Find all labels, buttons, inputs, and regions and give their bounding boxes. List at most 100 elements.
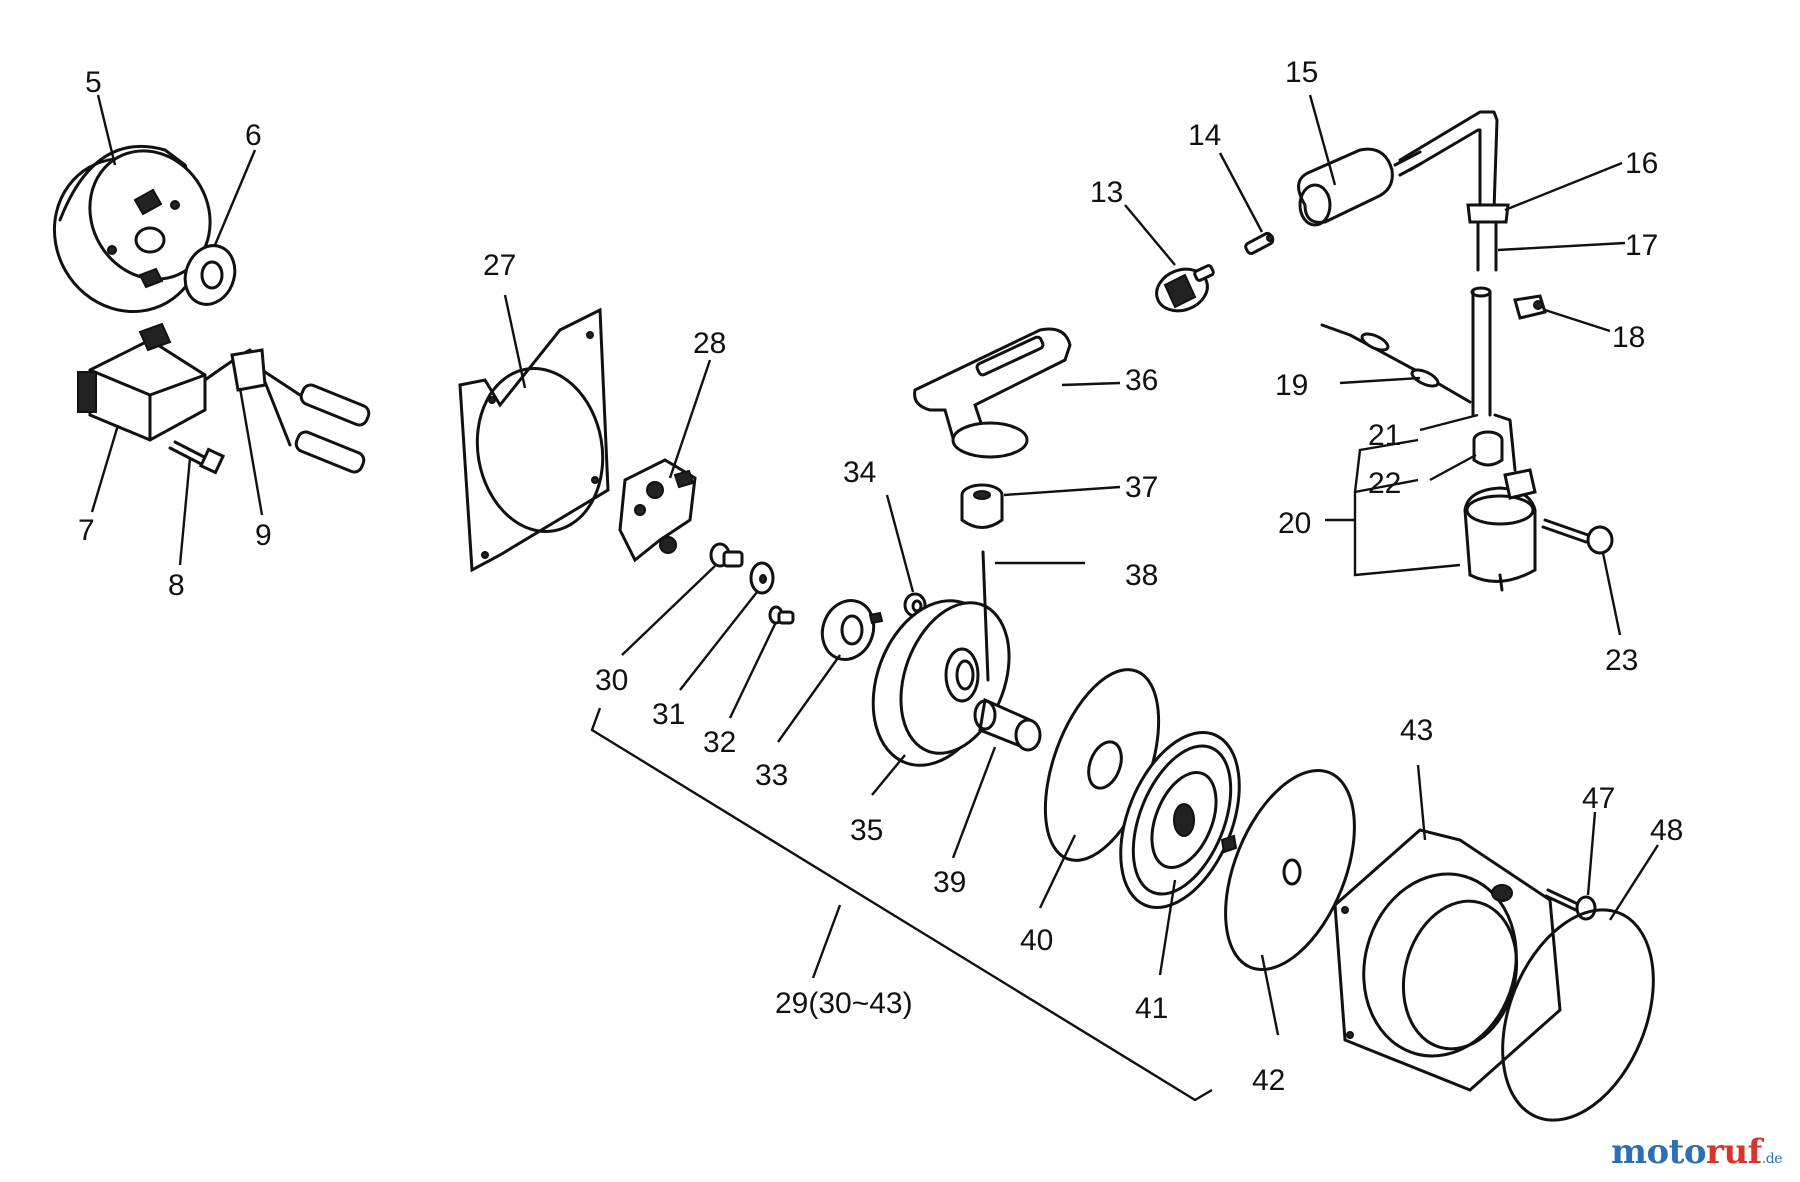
screw-30-part (709, 542, 744, 568)
leader-48 (1608, 844, 1660, 921)
label-7: 7 (78, 514, 95, 547)
label-18: 18 (1612, 321, 1645, 354)
leader-5 (96, 94, 117, 166)
label-5: 5 (85, 66, 102, 99)
ignition-coil-part (77, 322, 252, 442)
label-8: 8 (168, 569, 185, 602)
bracket-29 (590, 707, 1213, 1102)
clip-18-part (1513, 294, 1547, 320)
leader-40 (1038, 834, 1077, 909)
label-27: 27 (483, 249, 516, 282)
spacer-part (973, 697, 1042, 752)
washer-6-part (183, 244, 237, 306)
leader-15 (1308, 94, 1337, 186)
leader-22 (1429, 453, 1477, 482)
leader-17 (1497, 241, 1626, 252)
label-29: 29(30~43) (775, 987, 913, 1020)
label-14: 14 (1188, 119, 1221, 152)
leader-8 (178, 457, 192, 566)
leader-36 (1061, 381, 1121, 387)
bolt-8-part (168, 440, 226, 475)
gasket-plate-part (458, 307, 610, 573)
leader-43 (1416, 764, 1427, 841)
watermark-logo: motoruf.de (1611, 1132, 1783, 1172)
label-42: 42 (1252, 1064, 1285, 1097)
leader-7 (90, 424, 120, 513)
leader-31 (679, 591, 758, 691)
oring-part (1501, 908, 1655, 1122)
label-28: 28 (693, 327, 726, 360)
leader-14 (1218, 152, 1264, 233)
pawl-assembly-part (618, 458, 697, 563)
label-31: 31 (652, 698, 685, 731)
starter-housing-part (1333, 828, 1562, 1092)
leader-16 (1504, 161, 1623, 212)
terminal-wires-part (230, 348, 371, 474)
label-37: 37 (1125, 471, 1158, 504)
spring-14-part (1244, 231, 1275, 255)
label-38: 38 (1125, 559, 1158, 592)
label-36: 36 (1125, 364, 1158, 397)
label-15: 15 (1285, 56, 1318, 89)
leader-41 (1158, 879, 1177, 976)
screw-23-part (1541, 518, 1614, 555)
leader-9 (238, 387, 264, 516)
callout-labels: 5 6 7 8 9 13 14 15 16 17 18 19 20 21 22 … (78, 56, 1683, 1097)
leader-28 (668, 359, 712, 479)
leader-33 (777, 654, 841, 743)
leader-39 (951, 746, 997, 859)
pulley-part (871, 599, 1011, 767)
rope-part (981, 550, 990, 682)
leader-18 (1544, 308, 1611, 333)
watermark-part2: ruf (1706, 1132, 1762, 1172)
leader-37 (1003, 485, 1121, 497)
bracket-20 (1353, 478, 1461, 577)
label-33: 33 (755, 759, 788, 792)
bracket-20-top (1353, 438, 1419, 493)
label-39: 39 (933, 866, 966, 899)
plug-cap-part (1297, 147, 1424, 227)
leader-6 (213, 149, 257, 246)
label-34: 34 (843, 456, 876, 489)
washer-31-part (749, 561, 775, 595)
leader-42 (1260, 954, 1280, 1036)
rope-guide-part (960, 483, 1004, 529)
leader-19 (1339, 376, 1421, 385)
label-47: 47 (1582, 782, 1615, 815)
watermark-part3: .de (1761, 1151, 1783, 1167)
leader-lines (90, 94, 1660, 1102)
leader-13 (1124, 204, 1176, 266)
label-30: 30 (595, 664, 628, 697)
label-6: 6 (245, 119, 262, 152)
label-48: 48 (1650, 814, 1683, 847)
disc-42-part (1224, 768, 1356, 972)
label-40: 40 (1020, 924, 1053, 957)
leader-29-a (811, 904, 842, 979)
leader-35 (871, 754, 906, 796)
leader-34 (885, 494, 915, 593)
label-9: 9 (255, 519, 272, 552)
label-43: 43 (1400, 714, 1433, 747)
label-23: 23 (1605, 644, 1638, 677)
leader-21 (1419, 413, 1479, 432)
leader-32 (728, 621, 778, 719)
hightension-lead-part (1398, 110, 1510, 417)
label-20: 20 (1278, 507, 1311, 540)
flywheel-part (52, 144, 212, 314)
recoil-spring-part (1119, 731, 1241, 909)
leader-30 (621, 565, 716, 656)
label-19: 19 (1275, 369, 1308, 402)
label-21: 21 (1368, 419, 1401, 452)
stop-switch-part (1463, 413, 1537, 592)
label-17: 17 (1625, 229, 1658, 262)
label-32: 32 (703, 726, 736, 759)
starter-handle-part (913, 327, 1072, 459)
label-35: 35 (850, 814, 883, 847)
leader-23 (1601, 552, 1622, 636)
ratchet-33-part (820, 599, 884, 661)
leader-47 (1586, 811, 1597, 896)
label-16: 16 (1625, 147, 1658, 180)
label-41: 41 (1135, 992, 1168, 1025)
stop-wire-part (1320, 323, 1472, 404)
spark-plug-part (1155, 264, 1215, 313)
